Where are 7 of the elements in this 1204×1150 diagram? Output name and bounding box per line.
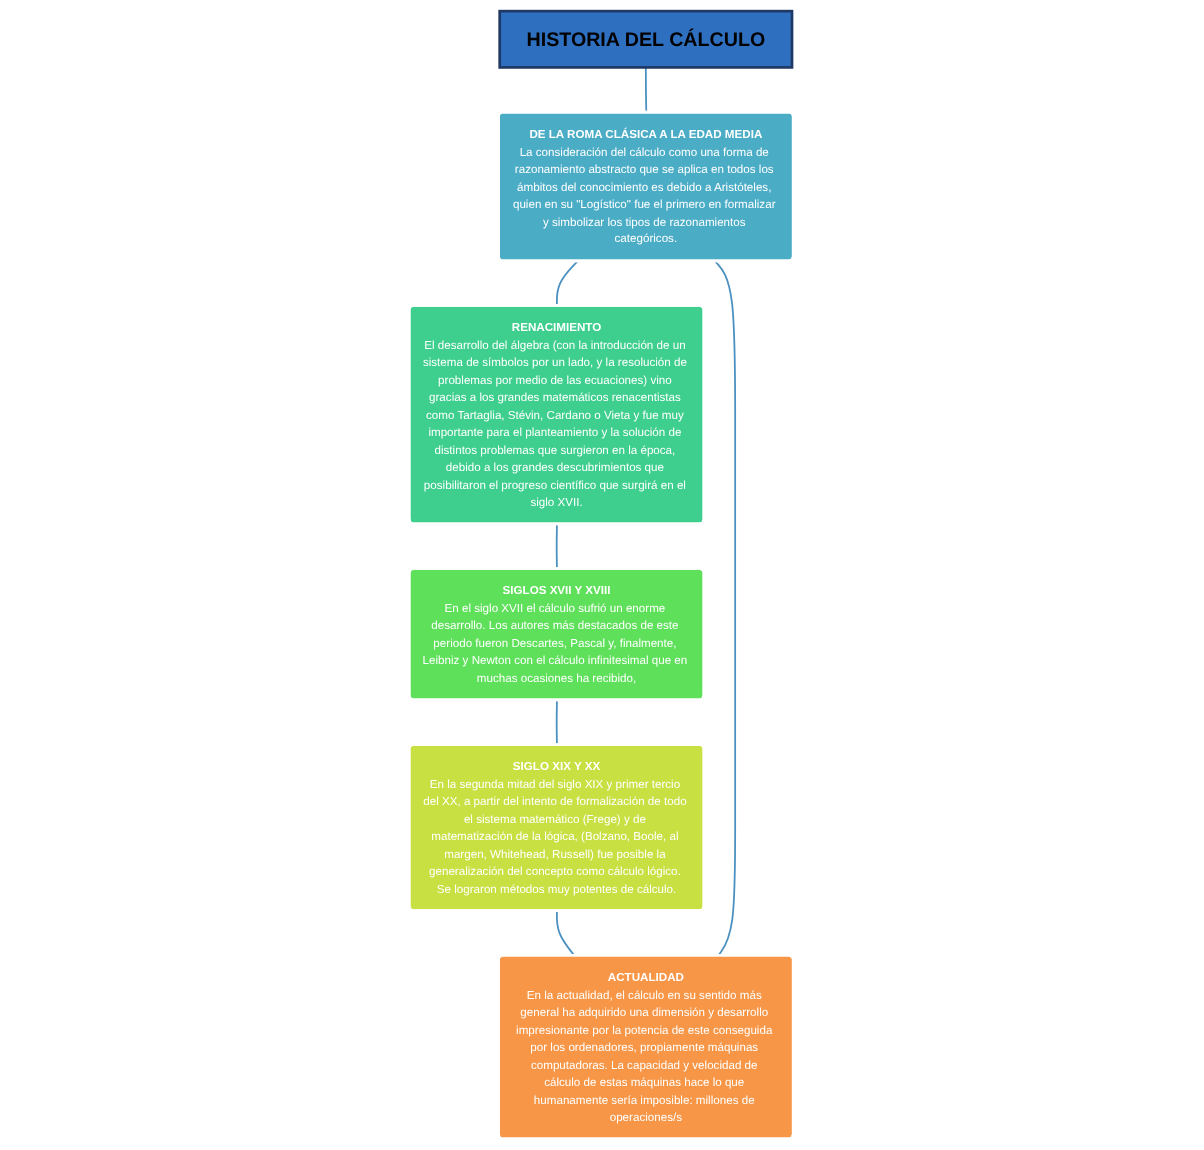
node-box: HISTORIA DEL CÁLCULO <box>499 9 795 69</box>
connector <box>556 910 577 957</box>
connector <box>714 260 737 957</box>
connector <box>556 699 559 746</box>
connector <box>556 260 580 307</box>
connector <box>645 66 648 114</box>
connector <box>556 523 559 570</box>
